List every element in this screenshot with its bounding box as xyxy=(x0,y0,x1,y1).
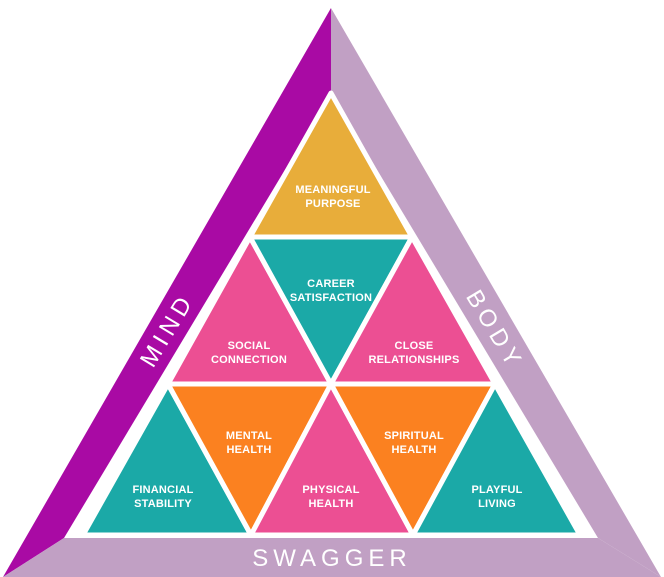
cell-label-playful-living: PLAYFUL LIVING xyxy=(471,484,522,510)
cell-label-line: CONNECTION xyxy=(211,354,287,366)
cell-label-career-satisfaction: CAREER SATISFACTION xyxy=(290,278,372,304)
cell-label-line: RELATIONSHIPS xyxy=(368,354,459,366)
cell-label-line: SOCIAL xyxy=(228,340,271,352)
cell-label-line: CAREER xyxy=(307,278,355,290)
cell-label-physical-health: PHYSICAL HEALTH xyxy=(302,484,359,510)
body-band xyxy=(331,8,661,577)
cell-label-line: HEALTH xyxy=(392,444,437,456)
cell-label-spiritual-health: SPIRITUAL HEALTH xyxy=(384,430,444,456)
cell-label-meaningful-purpose: MEANINGFUL PURPOSE xyxy=(295,184,370,210)
cell-label-social-connection: SOCIAL CONNECTION xyxy=(211,340,287,366)
cell-label-line: PHYSICAL xyxy=(302,484,359,496)
cell-label-line: FINANCIAL xyxy=(132,484,193,496)
cell-label-line: STABILITY xyxy=(134,498,192,510)
cells-layer: MEANINGFUL PURPOSE SOCIAL CONNECTION CAREER S… xyxy=(80,90,583,538)
cell-label-line: HEALTH xyxy=(227,444,272,456)
cell-label-line: PURPOSE xyxy=(305,198,360,210)
cell-label-line: SPIRITUAL xyxy=(384,430,444,442)
cell-label-line: HEALTH xyxy=(309,498,354,510)
swagger-band xyxy=(3,538,661,577)
cell-label-line: PLAYFUL xyxy=(471,484,522,496)
cell-label-line: CLOSE xyxy=(395,340,434,352)
cell-label-line: MEANINGFUL xyxy=(295,184,370,196)
cell-playful-living xyxy=(410,381,583,538)
cell-label-mental-health: MENTAL HEALTH xyxy=(226,430,272,456)
cell-label-line: MENTAL xyxy=(226,430,272,442)
cell-label-line: LIVING xyxy=(478,498,516,510)
cell-label-close-relationships: CLOSE RELATIONSHIPS xyxy=(368,340,459,366)
cell-label-line: SATISFACTION xyxy=(290,292,372,304)
cell-label-financial-stability: FINANCIAL STABILITY xyxy=(132,484,193,510)
mind-band xyxy=(3,8,331,577)
swagger-label: SWAGGER xyxy=(252,545,411,572)
